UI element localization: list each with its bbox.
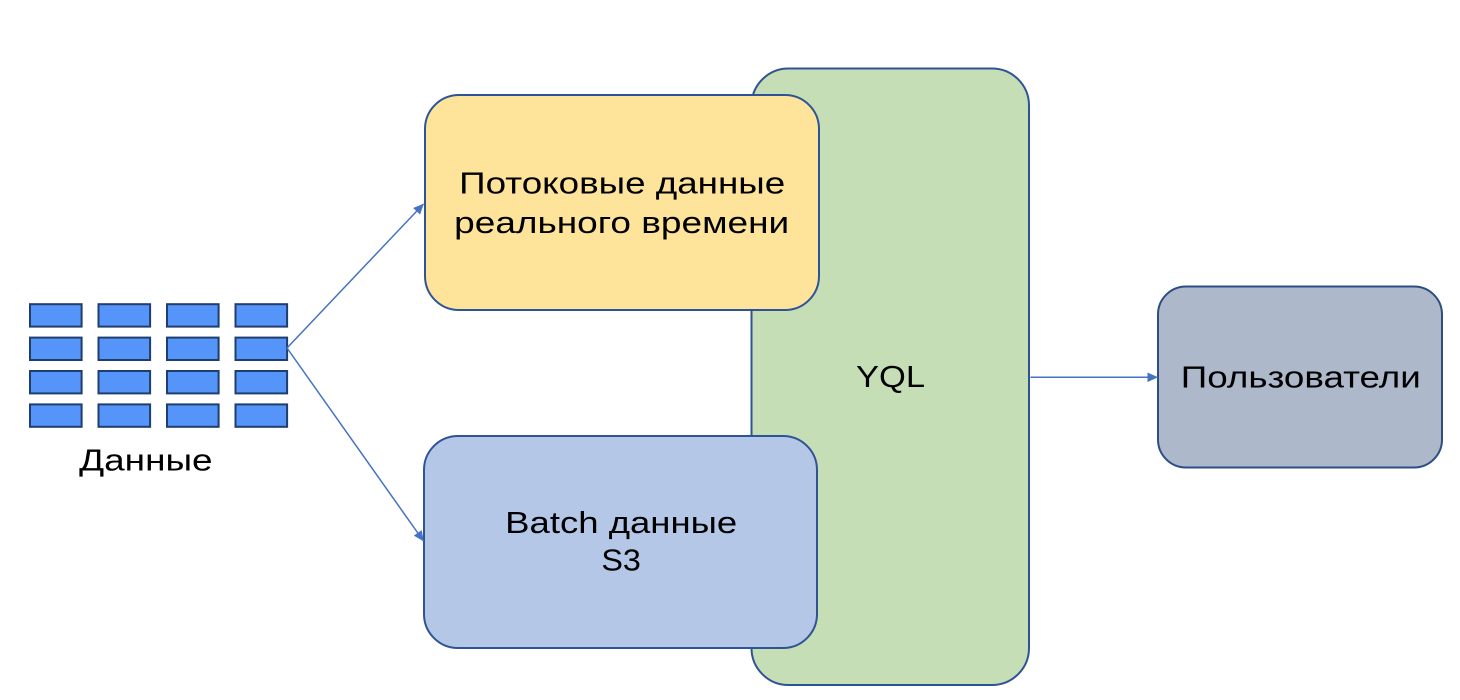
svg-text:реального времени: реального времени — [454, 205, 789, 240]
svg-text:Потоковые данные: Потоковые данные — [459, 166, 785, 201]
svg-text:Данные: Данные — [79, 443, 213, 478]
svg-text:Пользователи: Пользователи — [1181, 359, 1421, 394]
svg-text:S3: S3 — [601, 543, 641, 578]
svg-text:YQL: YQL — [856, 359, 925, 394]
svg-text:Batch данные: Batch данные — [505, 505, 737, 540]
